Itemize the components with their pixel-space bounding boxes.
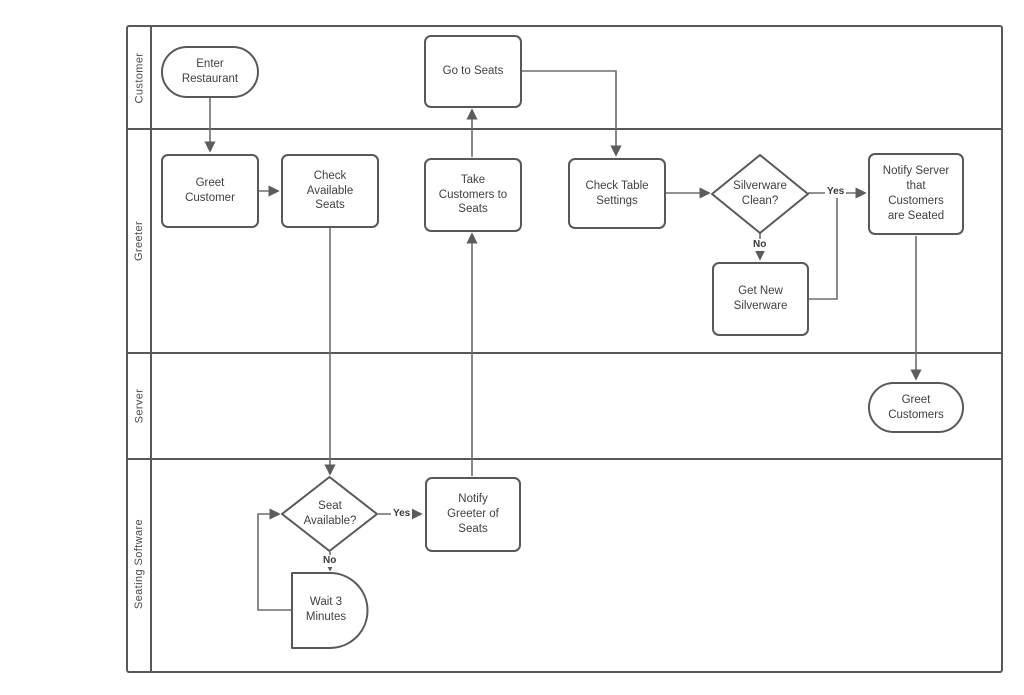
node-get-new-silverware[interactable]: Get New Silverware [712,262,809,336]
node-seat-available-label-box: Seat Available? [286,490,374,538]
node-take-customers-to-seats[interactable]: Take Customers to Seats [424,158,522,232]
node-check-table-settings-label: Check Table Settings [585,179,649,207]
node-seat-available-label: Seat Available? [303,500,357,527]
node-get-new-silverware-label: Get New Silverware [733,285,788,312]
node-go-to-seats[interactable]: Go to Seats [424,35,522,108]
edge-label-silverware-clean-no: No [751,239,769,251]
node-greet-customer[interactable]: Greet Customer [161,154,259,228]
node-wait-3-minutes-label-box: Wait 3 Minutes [294,585,358,635]
node-silverware-clean-label-box: Silverware Clean? [716,170,804,218]
node-wait-3-minutes-shape[interactable] [291,572,369,649]
node-notify-greeter-of-seats[interactable]: Notify Greeter of Seats [425,477,521,552]
swimlane-frame: Customer Greeter Server Seating Software [126,25,1003,673]
lane-label-column-divider [150,27,152,671]
edge-wait-3-minutes-to-seat-available [257,508,292,611]
node-notify-server-label: Notify Server that Customers are Seated [882,165,950,222]
node-enter-restaurant[interactable]: Enter Restaurant [161,46,259,98]
node-greet-customers-label: Greet Customers [888,393,944,421]
edge-go-to-seats-to-check-table-settings [521,70,622,157]
node-notify-greeter-of-seats-label: Notify Greeter of Seats [447,493,499,535]
lane-divider-customer-greeter [128,128,1001,130]
node-go-to-seats-label: Go to Seats [442,65,504,78]
node-check-available-seats[interactable]: Check Available Seats [281,154,379,228]
node-silverware-clean-label: Silverware Clean? [733,180,787,207]
edge-label-silverware-clean-yes: Yes [825,186,847,198]
lane-divider-greeter-server [128,352,1001,354]
edge-label-seat-available-no: No [321,555,339,567]
node-check-available-seats-label: Check Available Seats [306,169,354,212]
node-check-table-settings[interactable]: Check Table Settings [568,158,666,229]
edge-label-seat-available-yes: Yes [391,508,413,520]
node-wait-3-minutes-label: Wait 3 Minutes [305,596,347,623]
node-silverware-clean-shape[interactable] [711,154,809,234]
edge-get-new-silverware-to-yes-path [808,194,838,300]
node-greet-customers[interactable]: Greet Customers [868,382,964,433]
node-seat-available-shape[interactable] [281,476,378,552]
node-greet-customer-label: Greet Customer [185,177,235,204]
lane-divider-server-seating [128,458,1001,460]
node-enter-restaurant-label: Enter Restaurant [181,58,239,85]
node-notify-server-that-customers-are-seated[interactable]: Notify Server that Customers are Seated [868,153,964,235]
node-take-customers-to-seats-label: Take Customers to Seats [438,173,508,216]
